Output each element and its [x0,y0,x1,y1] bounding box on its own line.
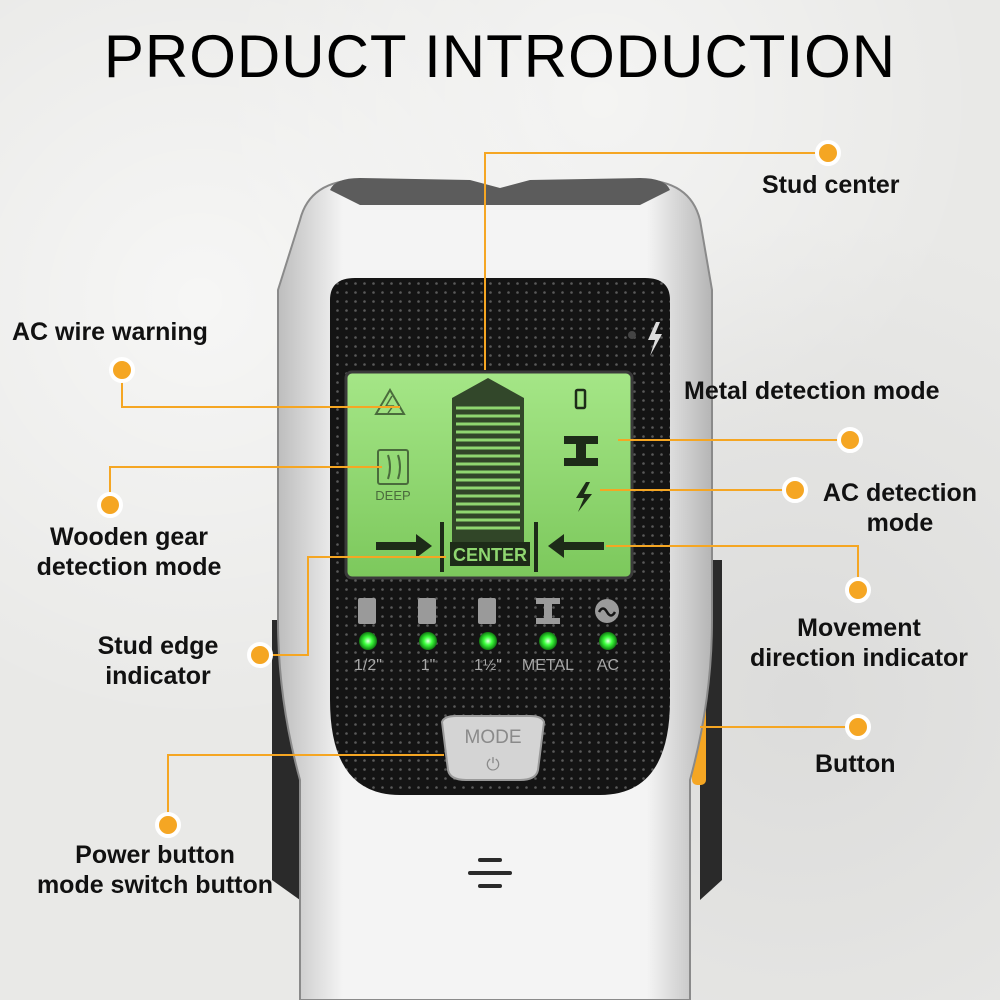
callout-button: Button [815,750,896,778]
callout-ac-wire-warning: AC wire warning [12,318,208,346]
indicator-label: METAL [522,657,574,674]
i-beam-icon [536,598,560,624]
ac-mode-bolt-icon [576,482,592,512]
led-one-inch [419,632,437,650]
page-title: PRODUCT INTRODUCTION [103,23,897,90]
callout-dot [109,357,135,383]
right-arrow-icon [376,534,432,558]
callout-dot [97,492,123,518]
lcd-center-label: CENTER [453,545,527,565]
indicator-label: 1/2" [354,657,382,674]
led-half-inch [359,632,377,650]
callout-wooden-gear: Wooden gear detection mode [36,523,222,581]
callout-power-button: Power button mode switch button [36,841,274,899]
wood-block-icon [478,598,496,624]
stud-center-graph [440,378,538,572]
callout-dot [155,812,181,838]
mode-button-label: MODE [465,727,522,748]
wood-block-icon [358,598,376,624]
indicator-label: AC [597,657,619,674]
left-arrow-icon [548,534,604,558]
metal-ibeam-icon [564,436,598,466]
wood-block-icon [418,598,436,624]
callout-stud-center: Stud center [762,171,900,199]
callout-stud-edge: Stud edge indicator [97,632,219,690]
led-metal [539,632,557,650]
ac-bolt-icon [648,322,662,356]
callout-metal-detection-mode: Metal detection mode [684,377,940,405]
lcd-deep-label: DEEP [375,488,410,503]
callout-dot [782,477,808,503]
callout-ac-detection-mode: AC detection mode [822,479,978,537]
callout-dot [815,140,841,166]
indicator-label: 1" [421,657,436,674]
callout-dot [845,577,871,603]
callout-dot [247,642,273,668]
led-one-half-inch [479,632,497,650]
battery-icon [574,388,587,410]
power-icon: ⏻ [486,755,500,775]
callout-dot [837,427,863,453]
callout-movement-direction: Movement direction indicator [749,614,969,672]
mode-button-shape [440,715,546,781]
callout-dot [845,714,871,740]
indicator-label: 1½" [474,657,502,674]
led-ac [599,632,617,650]
